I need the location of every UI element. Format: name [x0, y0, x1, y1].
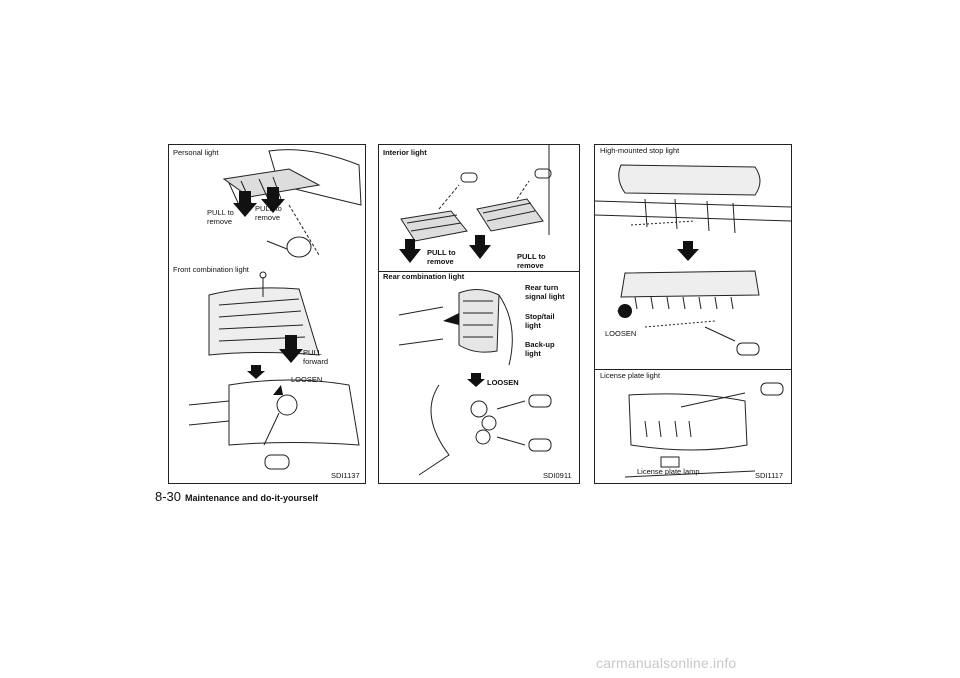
personal-front-light-illustration	[188, 149, 362, 470]
license-plate-lamp-label: License plate lamp	[637, 467, 700, 476]
interior-pull-to-remove-label-1: PULL to remove	[427, 248, 456, 266]
section-divider	[379, 271, 579, 272]
interior-pull-to-remove-label-2: PULL to remove	[517, 252, 546, 270]
section-title: Maintenance and do-it-yourself	[185, 493, 319, 503]
front-combination-light-title: Front combination light	[173, 265, 249, 274]
stop-license-light-illustration	[595, 164, 791, 478]
figure-code: SDI1117	[755, 471, 784, 480]
personal-light-title: Personal light	[173, 148, 219, 157]
figure-code: SDI0911	[543, 471, 572, 480]
watermark: carmanualsonline.info	[596, 655, 737, 671]
high-mounted-stop-light-title: High-mounted stop light	[600, 146, 680, 155]
interior-rear-light-figure: Interior light PULL to remove PULL to re…	[378, 144, 580, 484]
interior-rear-light-illustration	[398, 145, 552, 476]
section-divider	[595, 369, 791, 370]
pull-to-remove-label-2: PULL to remove	[255, 204, 282, 222]
page-number: 8-30	[155, 489, 182, 504]
stop-tail-light-label: Stop/tail light	[525, 312, 555, 330]
rear-combination-light-title: Rear combination light	[383, 272, 465, 281]
figure-code: SDI1137	[331, 471, 360, 480]
back-up-light-label: Back-up light	[525, 340, 555, 358]
loosen-label: LOOSEN	[291, 375, 323, 384]
stop-license-light-figure: High-mounted stop light LOOSEN License p…	[594, 144, 792, 484]
pull-forward-label: PULL forward	[303, 348, 329, 366]
interior-light-title: Interior light	[383, 148, 427, 157]
rear-turn-signal-label: Rear turn signal light	[525, 283, 565, 301]
license-plate-light-title: License plate light	[600, 371, 661, 380]
rear-loosen-label: LOOSEN	[487, 378, 519, 387]
personal-front-light-figure: Personal light PULL to remove PULL to re…	[168, 144, 366, 484]
pull-to-remove-label-1: PULL to remove	[207, 208, 234, 226]
hms-loosen-label: LOOSEN	[605, 329, 637, 338]
